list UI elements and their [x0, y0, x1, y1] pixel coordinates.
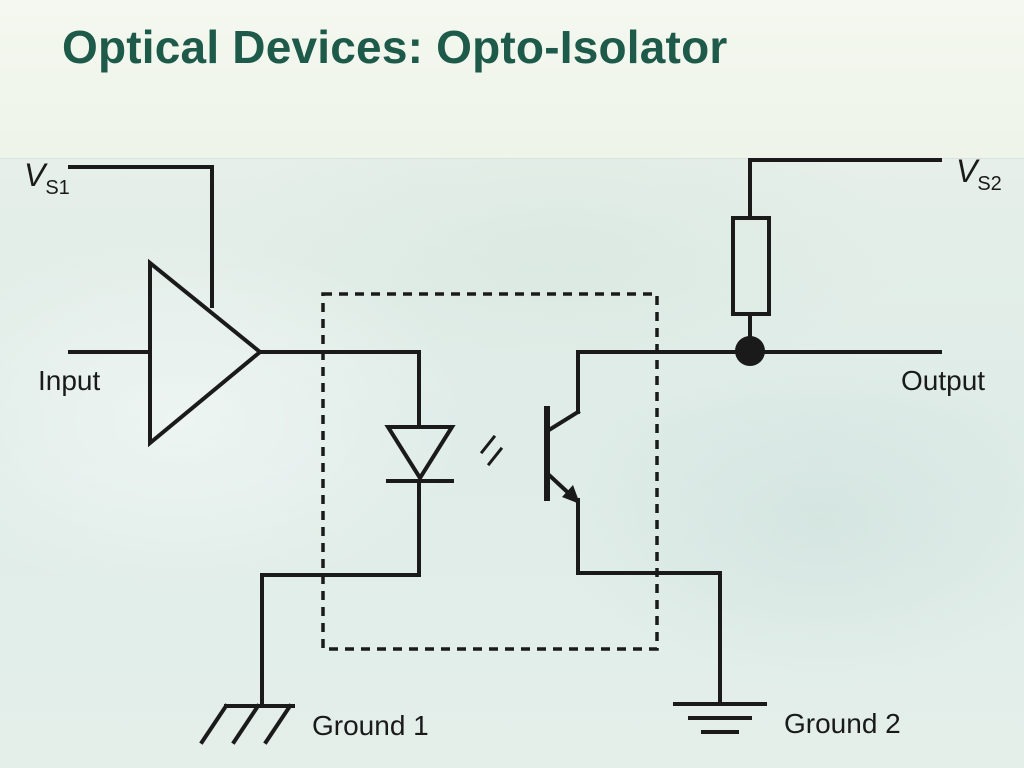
- led-to-ground1-wire: [260, 479, 421, 707]
- vs1-label: VS1: [24, 157, 70, 199]
- phototransistor-symbol: [544, 350, 581, 575]
- output-junction-node: [735, 336, 765, 366]
- slide-title: Optical Devices: Opto-Isolator: [62, 21, 728, 73]
- input-label: Input: [38, 365, 100, 396]
- vs2-supply-wire: [748, 158, 942, 220]
- amp-to-led-wire: [258, 350, 421, 429]
- ground1-label: Ground 1: [312, 710, 429, 741]
- emitter-to-ground2-wire: [576, 571, 722, 705]
- ground1-symbol: [199, 703, 295, 745]
- ground2-symbol: [673, 702, 767, 734]
- title-band: [0, 0, 1024, 159]
- isolator-package-outline: [321, 292, 659, 651]
- led-symbol: [384, 425, 456, 483]
- ground2-label: Ground 2: [784, 708, 901, 739]
- vs2-label: VS2: [956, 153, 1002, 195]
- output-label: Output: [901, 365, 985, 396]
- light-emission-icon: [479, 434, 504, 467]
- pullup-resistor: [731, 216, 771, 316]
- amplifier-symbol: [148, 258, 264, 448]
- vs1-supply-wire: [68, 165, 214, 308]
